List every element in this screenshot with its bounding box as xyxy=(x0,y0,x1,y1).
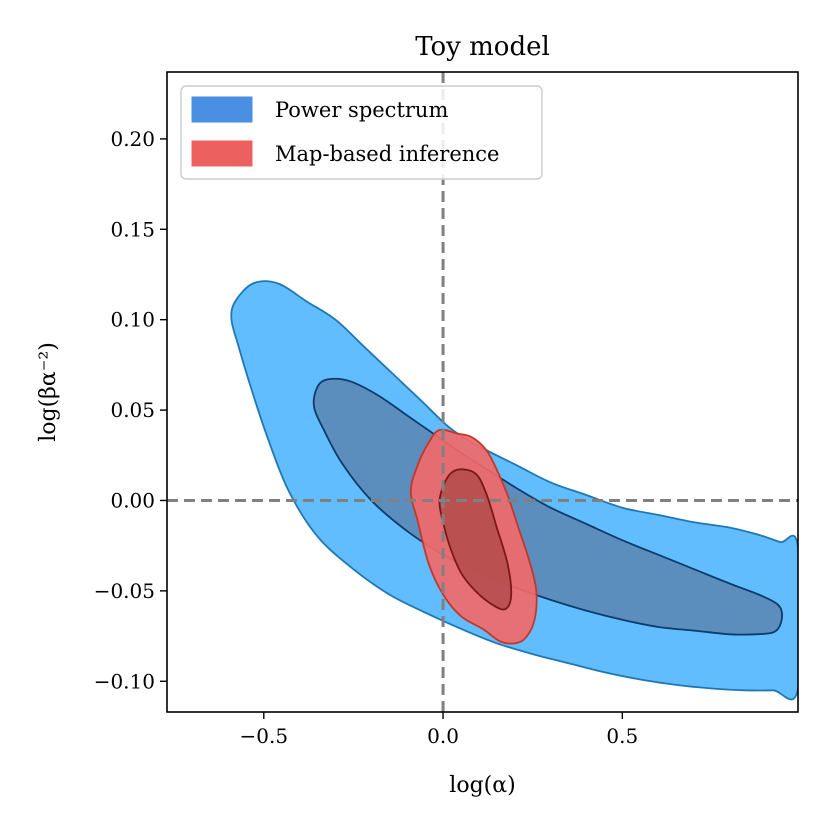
y-tick-label: 0.15 xyxy=(110,217,155,241)
legend-label-1: Power spectrum xyxy=(275,98,448,122)
chart-title: Toy model xyxy=(415,32,550,62)
contour-series-1-inner xyxy=(312,377,783,636)
contour-series-2-inner xyxy=(438,468,513,611)
contour-layer xyxy=(230,280,798,701)
legend-swatch-1 xyxy=(191,96,253,123)
x-tick-label: 0.0 xyxy=(427,724,459,748)
legend-label-2: Map-based inference xyxy=(275,142,499,166)
y-axis-label: log(βα⁻²) xyxy=(36,342,61,442)
x-tick-label: −0.5 xyxy=(240,724,289,748)
x-tick-label: 0.5 xyxy=(606,724,638,748)
y-tick-label: 0.05 xyxy=(110,398,155,422)
y-tick-label: 0.10 xyxy=(110,308,155,332)
plot-frame xyxy=(166,71,799,713)
x-axis-ticks: −0.5 0.0 0.5 xyxy=(240,712,638,748)
y-axis-ticks: 0.20 0.15 0.10 0.05 0.00 −0.05 −0.10 xyxy=(94,127,167,693)
y-tick-label: 0.20 xyxy=(110,127,155,151)
x-axis-label: log(α) xyxy=(449,773,515,798)
plot-area xyxy=(167,72,798,712)
legend-box xyxy=(180,85,543,180)
legend-swatch-2 xyxy=(191,140,253,167)
y-tick-label: 0.00 xyxy=(110,488,155,512)
y-tick-label: −0.10 xyxy=(94,669,155,693)
y-tick-label: −0.05 xyxy=(94,579,155,603)
